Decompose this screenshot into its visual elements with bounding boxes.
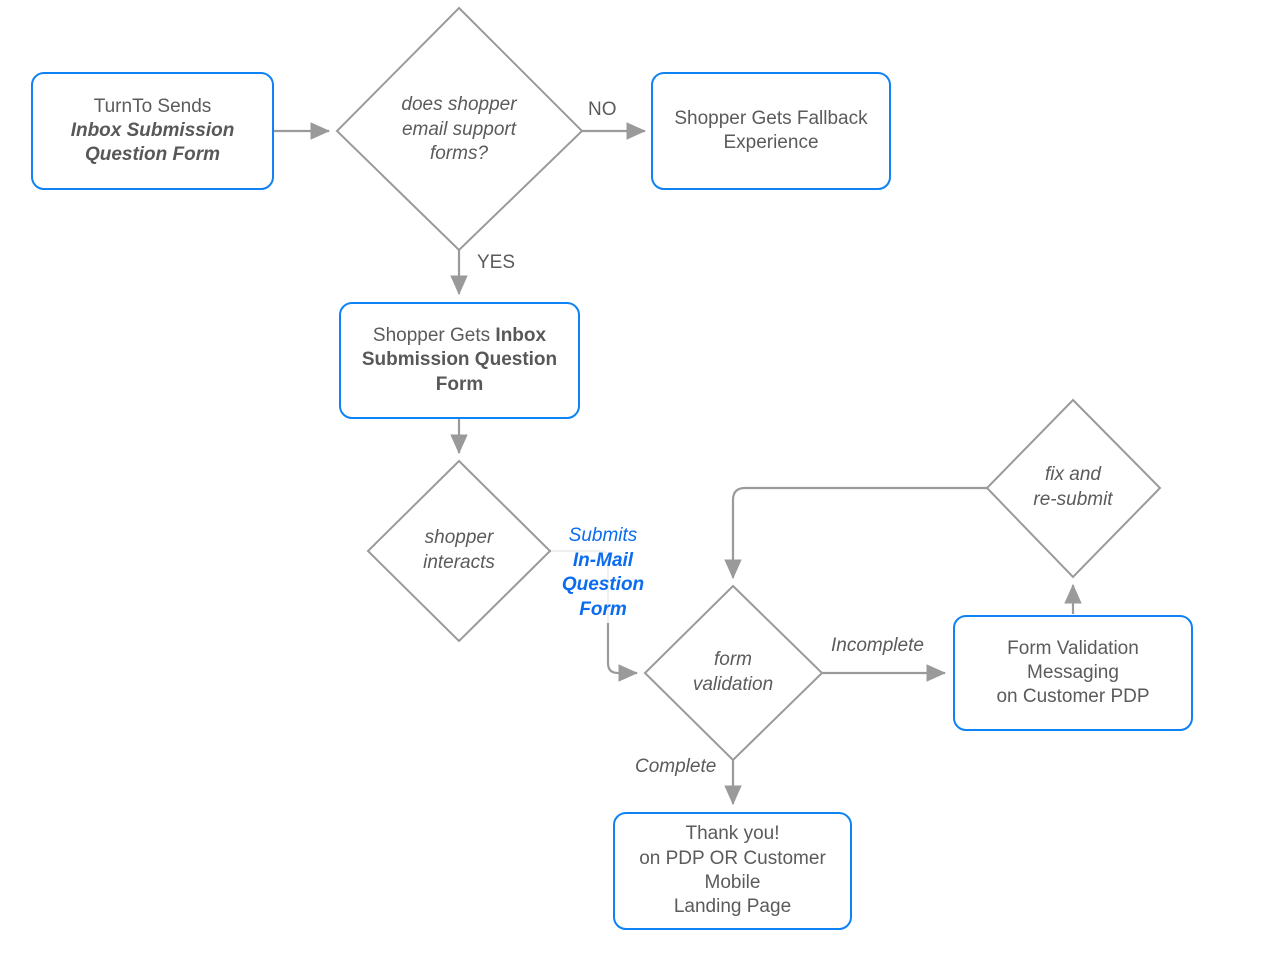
edge-label-incomplete-text: Incomplete (831, 635, 924, 656)
edge-label-submits-inmail-question-form: Submits In-Mail Question Form (551, 524, 655, 623)
fallback-line2: Experience (723, 132, 819, 153)
edge-label-complete-text: Complete (635, 756, 717, 777)
shopper-gets-form-line1-regular: Shopper Gets (372, 325, 496, 347)
edge-label-no-text: NO (588, 99, 617, 120)
decision-fix-and-resubmit-shape (985, 398, 1162, 579)
submits-line1: Submits (568, 525, 638, 546)
shopper-gets-form-line3: Form (435, 373, 484, 395)
edge-label-yes: YES (477, 251, 515, 276)
submits-line2: In-Mail (572, 549, 634, 571)
thank-you-line1: Thank you! (685, 823, 780, 845)
node-shopper-gets-fallback-experience[interactable]: Shopper Gets Fallback Experience (651, 72, 891, 190)
decision-form-validation-shape (643, 584, 824, 762)
turnto-sends-line1: TurnTo Sends (93, 95, 212, 117)
form-validation-messaging-line1: Form Validation (1007, 637, 1139, 659)
node-shopper-gets-inbox-submission-question-form[interactable]: Shopper Gets Inbox Submission Question F… (339, 302, 580, 419)
thank-you-line3: Mobile (704, 872, 761, 893)
edge-fix-and-resubmit-to-form-validation (724, 486, 987, 580)
edge-label-yes-text: YES (477, 252, 516, 273)
node-form-validation-messaging[interactable]: Form Validation Messaging on Customer PD… (953, 615, 1193, 731)
turnto-sends-line3: Question Form (84, 144, 221, 166)
form-validation-messaging-line2: Messaging (1027, 661, 1119, 683)
fallback-line1: Shopper Gets Fallback (674, 107, 868, 129)
decision-email-support-forms-shape (335, 6, 584, 252)
shopper-gets-form-line2: Submission Question (361, 349, 558, 371)
submits-line3: Question (561, 574, 645, 596)
shopper-gets-form-line1-bold: Inbox (495, 325, 547, 347)
edge-label-incomplete: Incomplete (831, 634, 924, 659)
node-turnto-sends[interactable]: TurnTo Sends Inbox Submission Question F… (31, 72, 274, 190)
thank-you-line2: on PDP OR Customer (639, 847, 826, 869)
thank-you-line4: Landing Page (673, 896, 792, 918)
submits-line4: Form (579, 599, 627, 621)
decision-shopper-interacts-shape (366, 459, 552, 643)
edge-label-no: NO (588, 98, 617, 123)
turnto-sends-line2: Inbox Submission (70, 119, 235, 141)
edge-label-complete: Complete (635, 755, 716, 780)
node-thank-you[interactable]: Thank you! on PDP OR Customer Mobile Lan… (613, 812, 852, 930)
form-validation-messaging-line3: on Customer PDP (996, 686, 1150, 708)
